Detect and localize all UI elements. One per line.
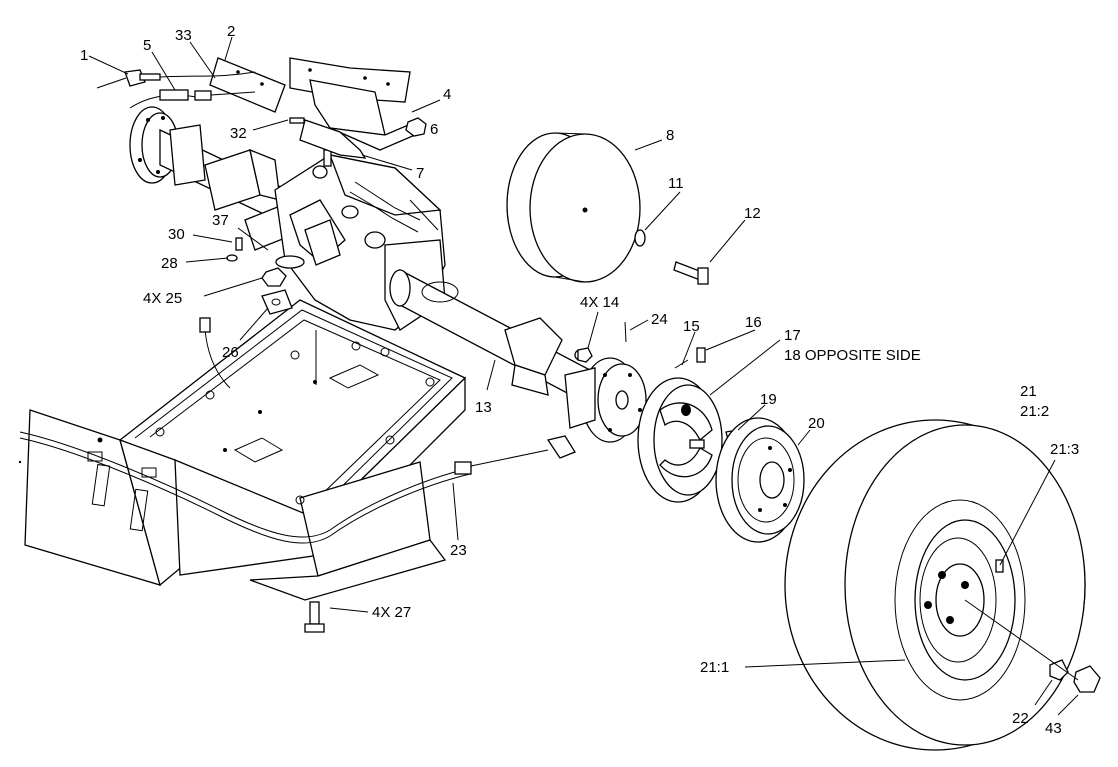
pulley bbox=[506, 132, 709, 285]
callout-43: 43 bbox=[1045, 720, 1062, 737]
callout-7: 7 bbox=[416, 165, 424, 182]
callout-4x-14: 4X 14 bbox=[580, 294, 619, 311]
callout-5: 5 bbox=[143, 37, 151, 54]
callout-11: 11 bbox=[668, 175, 684, 192]
callout-6: 6 bbox=[430, 121, 438, 138]
callout-21-3: 21:3 bbox=[1050, 441, 1079, 458]
callout-19: 19 bbox=[760, 391, 777, 408]
callout-23: 23 bbox=[450, 542, 467, 559]
callout-33: 33 bbox=[175, 27, 192, 44]
callout-22: 22 bbox=[1012, 710, 1029, 727]
wheel-tire bbox=[784, 419, 1101, 751]
callout-37: 37 bbox=[212, 212, 229, 229]
right-axle-tube bbox=[389, 268, 647, 443]
callout-21-2: 21:2 bbox=[1020, 403, 1049, 420]
callout-21: 21 bbox=[1020, 383, 1037, 400]
callout-24: 24 bbox=[651, 311, 668, 328]
callout-12: 12 bbox=[744, 205, 761, 222]
brake-drum bbox=[715, 417, 805, 543]
brake-assembly bbox=[577, 321, 742, 503]
brake-cable-upper bbox=[124, 69, 256, 109]
callout-4: 4 bbox=[443, 86, 451, 103]
callout-28: 28 bbox=[161, 255, 178, 272]
callout-20: 20 bbox=[808, 415, 825, 432]
frame-platform bbox=[18, 299, 467, 601]
callout-2: 2 bbox=[227, 23, 235, 40]
callout-17: 17 bbox=[784, 327, 801, 344]
mount-plates bbox=[209, 57, 427, 159]
callout-21-1: 21:1 bbox=[700, 659, 729, 676]
callout-13: 13 bbox=[475, 399, 492, 416]
callout-8: 8 bbox=[666, 127, 674, 144]
callout-18-opposite-side: 18 OPPOSITE SIDE bbox=[784, 347, 921, 364]
brake-cable-lower bbox=[19, 431, 576, 544]
callout-30: 30 bbox=[168, 226, 185, 243]
callout-4x-27: 4X 27 bbox=[372, 604, 411, 621]
callout-4x-25: 4X 25 bbox=[143, 290, 182, 307]
callout-32: 32 bbox=[230, 125, 247, 142]
callout-26: 26 bbox=[222, 344, 239, 361]
callout-1: 1 bbox=[80, 47, 88, 64]
callout-16: 16 bbox=[745, 314, 762, 331]
leader-lines bbox=[88, 36, 1079, 716]
callout-labels: 1 5 33 2 4 6 32 7 8 11 12 37 30 28 4X 25… bbox=[80, 23, 1079, 737]
callout-15: 15 bbox=[683, 318, 700, 335]
